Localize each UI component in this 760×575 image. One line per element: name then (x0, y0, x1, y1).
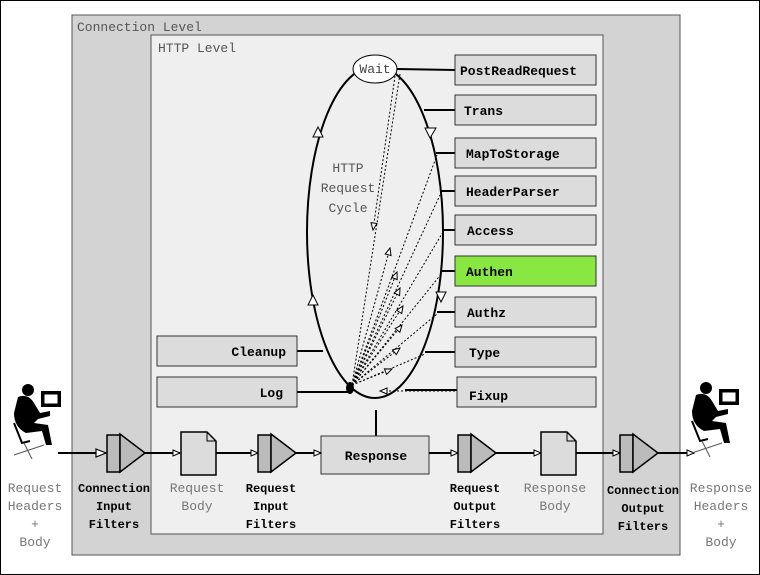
svg-text:Filters: Filters (246, 518, 296, 532)
svg-text:Response: Response (524, 481, 586, 496)
phase-authen: Authen (454, 255, 597, 287)
svg-text:Connection: Connection (607, 484, 679, 498)
svg-text:Body: Body (181, 499, 212, 514)
request-body-label: Request Body (170, 481, 225, 514)
connection-output-filters-label: Connection Output Filters (607, 484, 679, 534)
svg-text:Request: Request (170, 481, 225, 496)
svg-text:Headers: Headers (8, 499, 63, 514)
svg-text:Body: Body (539, 499, 570, 514)
phase-cleanup: Cleanup (156, 335, 298, 367)
svg-text:Input: Input (253, 500, 289, 514)
svg-text:Trans: Trans (464, 104, 503, 119)
response-client-label: Response Headers + Body (690, 481, 752, 550)
phase-connectors (297, 68, 457, 436)
phase-trans: Trans (454, 94, 597, 126)
request-input-filter-icon (257, 432, 298, 474)
phase-fixup: Fixup (456, 376, 597, 408)
svg-text:+: + (717, 517, 725, 532)
svg-text:MapToStorage: MapToStorage (466, 147, 560, 162)
wait-label: Wait (359, 62, 390, 77)
svg-text:Filters: Filters (618, 520, 668, 534)
svg-text:Response: Response (345, 449, 408, 464)
phase-log: Log (156, 376, 298, 408)
response-body-document-icon (540, 431, 577, 476)
response-body-label: Response Body (524, 481, 586, 514)
request-input-filters-label: Request Input Filters (246, 482, 296, 532)
svg-text:PostReadRequest: PostReadRequest (460, 64, 577, 79)
phase-header-parser: HeaderParser (454, 175, 597, 207)
request-body-document-icon (180, 431, 217, 476)
request-output-filters-label: Request Output Filters (450, 482, 500, 532)
dispatch-point (346, 382, 354, 394)
svg-text:Authz: Authz (467, 306, 506, 321)
connection-output-filter-icon (619, 432, 660, 474)
svg-text:HeaderParser: HeaderParser (466, 185, 560, 200)
svg-text:HTTP: HTTP (332, 161, 363, 176)
cycle-direction-arrows (307, 125, 447, 306)
svg-text:Connection: Connection (78, 482, 150, 496)
connection-level-label: Connection Level (77, 20, 202, 35)
phase-type: Type (454, 336, 597, 368)
svg-text:Response: Response (690, 481, 752, 496)
svg-text:Output: Output (621, 502, 664, 516)
client-person-at-computer-icon (13, 384, 61, 460)
connection-input-filters-label: Connection Input Filters (78, 482, 150, 532)
response-handler: Response (320, 435, 430, 475)
svg-text:Request: Request (450, 482, 500, 496)
connection-input-filter-icon (106, 432, 147, 474)
svg-text:Filters: Filters (89, 518, 139, 532)
svg-text:Request: Request (246, 482, 296, 496)
svg-text:Authen: Authen (466, 265, 513, 280)
svg-text:Body: Body (19, 535, 50, 550)
svg-text:Filters: Filters (450, 518, 500, 532)
server-person-at-computer-icon (691, 382, 739, 458)
svg-text:Body: Body (705, 535, 736, 550)
svg-text:+: + (31, 517, 39, 532)
phase-authz: Authz (454, 296, 597, 328)
request-output-filter-icon (457, 432, 498, 474)
svg-text:Fixup: Fixup (469, 389, 508, 404)
svg-text:Request: Request (321, 181, 376, 196)
request-client-label: Request Headers + Body (8, 481, 63, 550)
phase-post-read-request: PostReadRequest (454, 54, 597, 86)
svg-text:Output: Output (453, 500, 496, 514)
cycle-label: HTTP Request Cycle (321, 161, 376, 216)
svg-text:Log: Log (260, 386, 284, 401)
phase-map-to-storage: MapToStorage (454, 137, 597, 169)
svg-text:Request: Request (8, 481, 63, 496)
svg-text:Cleanup: Cleanup (231, 345, 286, 360)
http-level-label: HTTP Level (158, 41, 236, 56)
svg-text:Access: Access (467, 224, 514, 239)
svg-text:Input: Input (96, 500, 132, 514)
dispatch-lines (351, 73, 455, 391)
phase-access: Access (454, 214, 597, 246)
svg-text:Cycle: Cycle (328, 201, 367, 216)
svg-text:Headers: Headers (694, 499, 749, 514)
wait-node (352, 54, 398, 84)
svg-text:Type: Type (469, 346, 500, 361)
